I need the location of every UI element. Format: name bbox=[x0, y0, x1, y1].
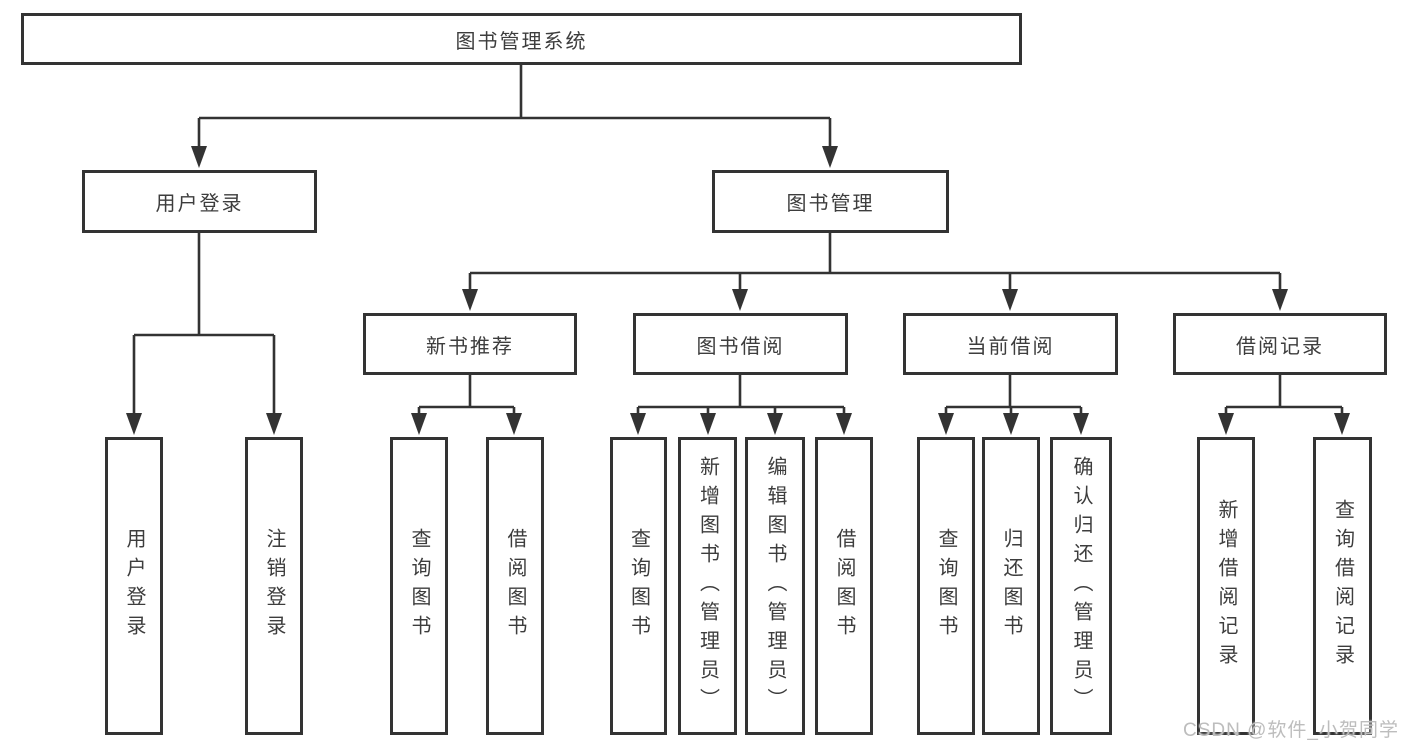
node-book-management: 图书管理 bbox=[712, 170, 949, 233]
leaf-query-books-borrowing: 查询图书 bbox=[610, 437, 667, 735]
leaf-borrow-books-recommend: 借阅图书 bbox=[486, 437, 544, 735]
leaf-user-login: 用户登录 bbox=[105, 437, 163, 735]
node-current-borrowing: 当前借阅 bbox=[903, 313, 1118, 375]
leaf-logout: 注销登录 bbox=[245, 437, 303, 735]
leaf-edit-book-admin: 编辑图书（管理员） bbox=[745, 437, 805, 735]
node-book-borrowing: 图书借阅 bbox=[633, 313, 848, 375]
leaf-query-borrow-record: 查询借阅记录 bbox=[1313, 437, 1372, 735]
leaf-return-books: 归还图书 bbox=[982, 437, 1040, 735]
leaf-confirm-return-admin: 确认归还（管理员） bbox=[1050, 437, 1112, 735]
tree-edges bbox=[132, 65, 1344, 415]
leaf-borrow-books-borrowing: 借阅图书 bbox=[815, 437, 873, 735]
leaf-add-borrow-record: 新增借阅记录 bbox=[1197, 437, 1255, 735]
leaf-query-books-current: 查询图书 bbox=[917, 437, 975, 735]
csdn-watermark: CSDN @软件_小贺同学 bbox=[1183, 720, 1399, 741]
leaf-query-books-recommend: 查询图书 bbox=[390, 437, 448, 735]
arrow-down-icons bbox=[126, 146, 1350, 435]
node-new-book-recommend: 新书推荐 bbox=[363, 313, 577, 375]
node-user-login: 用户登录 bbox=[82, 170, 317, 233]
node-borrowing-records: 借阅记录 bbox=[1173, 313, 1387, 375]
node-library-system: 图书管理系统 bbox=[21, 13, 1022, 65]
leaf-add-book-admin: 新增图书（管理员） bbox=[678, 437, 737, 735]
